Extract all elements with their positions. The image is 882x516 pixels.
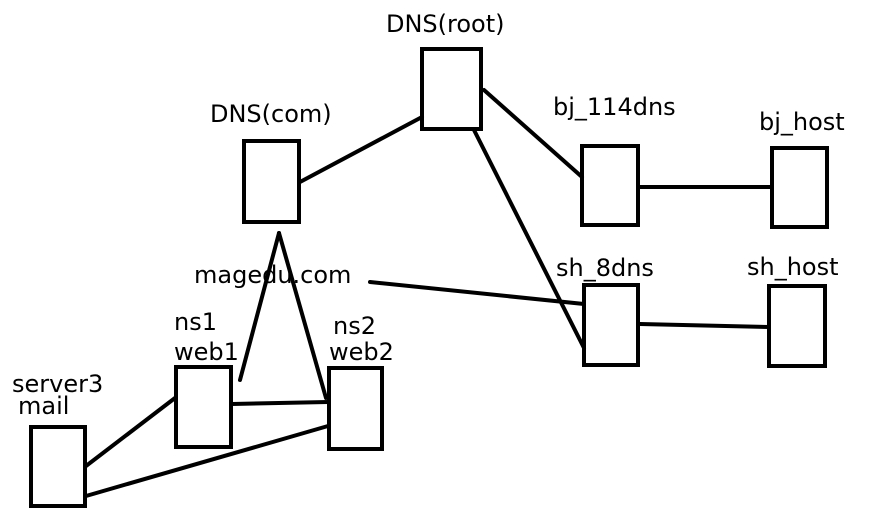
label-magedu-zone: magedu.com xyxy=(194,261,352,289)
label-dns-root: DNS(root) xyxy=(386,10,505,38)
link-com-ns2 xyxy=(277,231,328,400)
link-root-com xyxy=(298,115,424,184)
node-box-ns2 xyxy=(327,366,384,451)
label-bj-114dns: bj_114dns xyxy=(553,93,676,121)
link-com-ns1 xyxy=(238,231,281,382)
label-bj-host: bj_host xyxy=(759,108,845,136)
node-box-ns1 xyxy=(174,365,233,449)
label-web2: web2 xyxy=(329,338,394,366)
link-server3-ns1 xyxy=(84,396,177,468)
label-server3: server3 xyxy=(12,370,104,398)
label-sh-host: sh_host xyxy=(747,253,839,281)
link-sh8dns-shhost xyxy=(638,322,771,329)
label-ns2: ns2 xyxy=(333,312,376,340)
link-root-sh8dns xyxy=(472,128,586,350)
link-server3-ns2 xyxy=(84,424,330,498)
link-root-bj114dns xyxy=(482,88,584,179)
node-box-bj-host xyxy=(770,146,829,229)
label-ns1: ns1 xyxy=(174,308,217,336)
node-box-bj-114dns xyxy=(580,144,640,227)
label-mail: mail xyxy=(18,392,70,420)
label-dns-com: DNS(com) xyxy=(210,100,332,128)
node-box-dns-com xyxy=(242,139,301,224)
node-box-sh-8dns xyxy=(582,283,640,367)
node-box-sh-host xyxy=(767,284,827,368)
label-web1: web1 xyxy=(174,338,239,366)
label-sh-8dns: sh_8dns xyxy=(556,254,654,282)
node-box-server3 xyxy=(29,425,87,508)
link-magedu-sh8dns xyxy=(368,280,586,306)
node-box-dns-root xyxy=(420,47,483,131)
link-ns1-ns2 xyxy=(230,400,330,406)
